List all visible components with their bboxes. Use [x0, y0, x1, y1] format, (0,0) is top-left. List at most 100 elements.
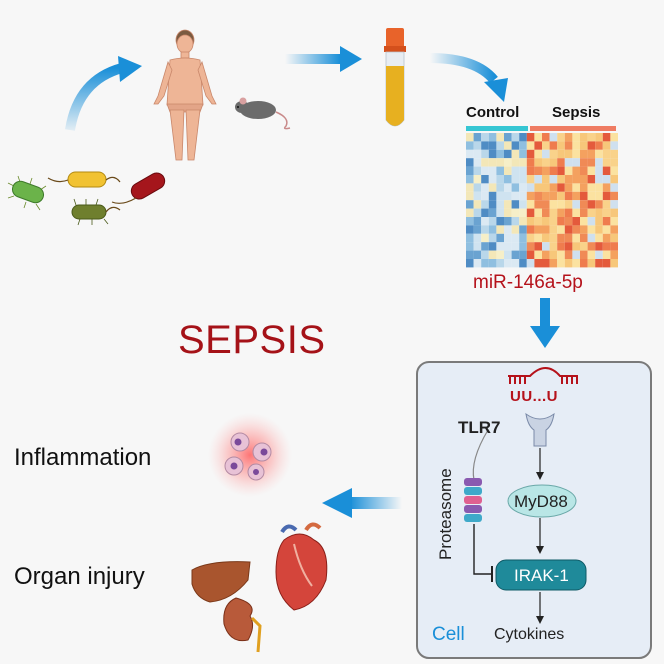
heatmap-cell	[526, 242, 535, 251]
heatmap-cell	[610, 166, 618, 175]
arrow-to-tube	[285, 54, 340, 64]
heatmap-cell	[504, 200, 512, 209]
heatmap-cell	[595, 175, 603, 184]
heatmap-cell	[610, 200, 618, 209]
heatmap-cell	[595, 133, 603, 142]
heatmap-cell	[572, 191, 580, 201]
heatmap-cell	[488, 217, 497, 226]
heatmap-cell	[610, 233, 618, 243]
heatmap-cell	[580, 208, 588, 217]
heatmap-cell	[481, 250, 489, 259]
tlr7-label: TLR7	[458, 418, 501, 437]
heatmap-cell	[466, 259, 474, 268]
heatmap-cell	[587, 166, 596, 175]
heatmap-cell	[572, 200, 580, 209]
heatmap-cell	[534, 208, 542, 217]
heatmap-cell	[473, 225, 482, 234]
bacteria-icon	[7, 171, 166, 226]
heatmap-cell	[488, 242, 497, 251]
heart-icon	[275, 522, 328, 611]
heatmap-cell	[504, 183, 512, 192]
heatmap-cell	[564, 200, 573, 209]
heatmap-cell	[519, 200, 527, 209]
heatmap-cell	[534, 149, 542, 159]
heatmap-cell	[557, 183, 565, 192]
proteasome-icon	[464, 429, 489, 522]
heatmap-cell	[602, 183, 611, 192]
heatmap-cell	[488, 191, 497, 201]
heatmap-cell	[488, 175, 497, 184]
heatmap-cell	[526, 200, 535, 209]
heatmap-cell	[481, 242, 489, 251]
heatmap-cell	[595, 191, 603, 201]
heatmap-cell	[534, 158, 542, 167]
heatmap-cell	[587, 233, 596, 243]
heatmap-cell	[557, 175, 565, 184]
heatmap-cell	[587, 200, 596, 209]
sepsis-group-bar	[530, 126, 616, 131]
heatmap-cell	[572, 149, 580, 159]
heatmap-cell	[488, 250, 497, 259]
heatmap-cell	[504, 233, 512, 243]
heatmap-cell	[488, 149, 497, 159]
myd88-node	[507, 484, 577, 518]
heatmap-cell	[572, 259, 580, 268]
heatmap-cell	[534, 259, 542, 268]
heatmap-cell	[610, 183, 618, 192]
heatmap-sepsis-label: Sepsis	[552, 104, 601, 121]
heatmap-cell	[557, 200, 565, 209]
heatmap-cell	[473, 259, 482, 268]
heatmap-cell	[602, 225, 611, 234]
heatmap-cell	[504, 141, 512, 150]
heatmap-cell	[496, 149, 504, 159]
heatmap-cell	[481, 175, 489, 184]
heatmap-cell	[564, 141, 573, 150]
heatmap-cell	[526, 133, 535, 142]
heatmap-cell	[488, 225, 497, 234]
heatmap-cell	[580, 183, 588, 192]
heatmap-cell	[481, 200, 489, 209]
heatmap-cell	[481, 166, 489, 175]
heatmap-cell	[519, 166, 527, 175]
heatmap-cell	[549, 175, 558, 184]
heatmap-cell	[488, 133, 497, 142]
inhibition-line	[473, 524, 492, 575]
heatmap-cell	[466, 158, 474, 167]
heatmap-cell	[473, 208, 482, 217]
heatmap-cell	[564, 175, 573, 184]
heatmap-cell	[557, 149, 565, 159]
heatmap-cell	[610, 149, 618, 159]
heatmap-cell	[549, 250, 558, 259]
heatmap-cell	[511, 208, 520, 217]
heatmap-cell	[572, 175, 580, 184]
heatmap-cell	[542, 250, 550, 259]
heatmap-cell	[504, 175, 512, 184]
heatmap-cell	[473, 133, 482, 142]
heatmap-cell	[473, 242, 482, 251]
heatmap-cell	[519, 250, 527, 259]
heatmap-cell	[481, 259, 489, 268]
heatmap-cell	[526, 158, 535, 167]
heatmap-cell	[557, 242, 565, 251]
heatmap-cell	[481, 217, 489, 226]
heatmap-cell	[564, 225, 573, 234]
proteasome-label: Proteasome	[436, 468, 455, 560]
heatmap-cell	[580, 200, 588, 209]
heatmap-cell	[602, 175, 611, 184]
heatmap-cell	[557, 250, 565, 259]
heatmap-cell	[602, 149, 611, 159]
heatmap-cell	[580, 242, 588, 251]
heatmap-cell	[557, 158, 565, 167]
heatmap-cell	[580, 158, 588, 167]
heatmap-cell	[549, 208, 558, 217]
heatmap-cell	[473, 158, 482, 167]
heatmap-cell	[534, 242, 542, 251]
heatmap-cell	[542, 233, 550, 243]
heatmap-cell	[473, 166, 482, 175]
heatmap-cell	[549, 158, 558, 167]
heatmap-cell	[496, 166, 504, 175]
heatmap-cell	[511, 166, 520, 175]
heatmap-cell	[602, 158, 611, 167]
heatmap-cell	[504, 208, 512, 217]
